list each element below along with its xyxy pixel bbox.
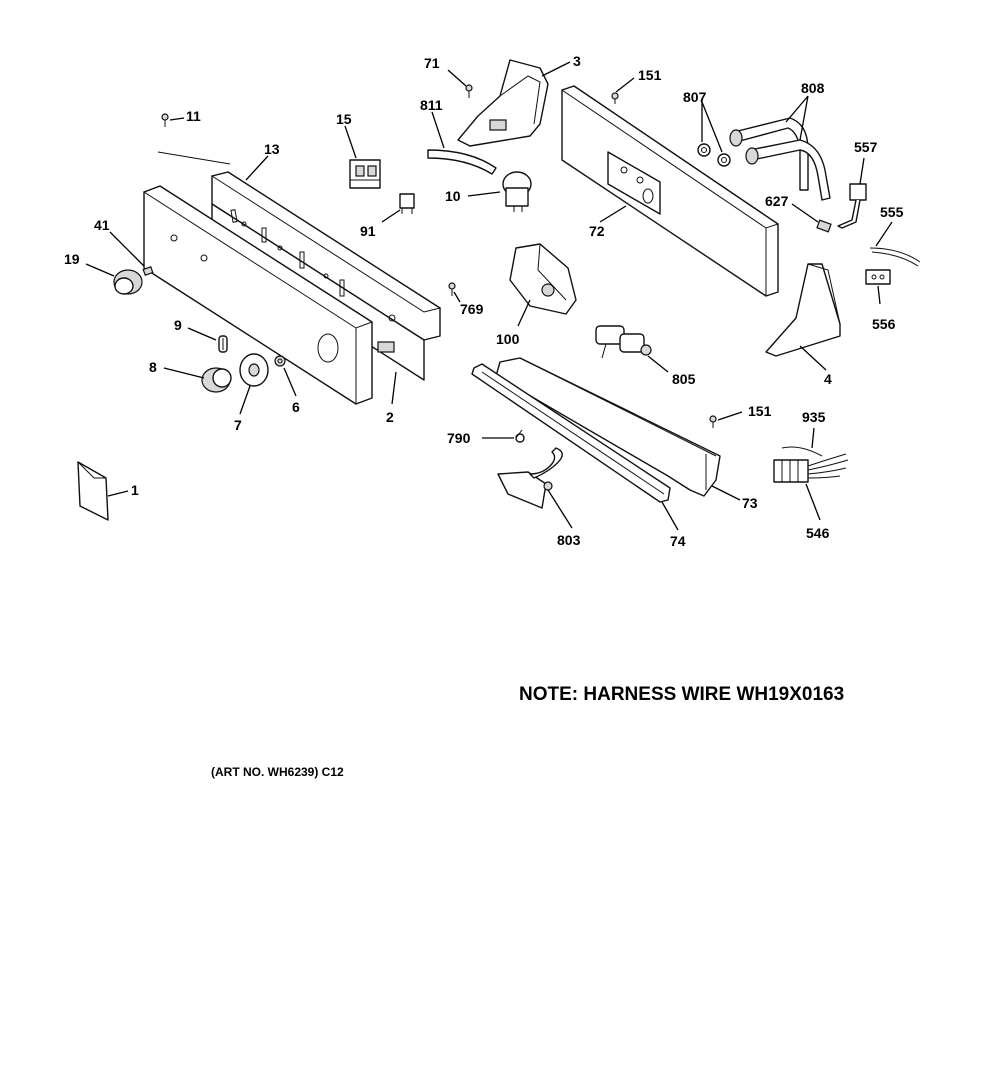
callout-556: 556 [872,316,896,332]
callout-151-upper: 151 [638,67,662,83]
callout-546: 546 [806,525,830,541]
part-1-literature [77,461,109,521]
part-557-power-cord [837,183,867,229]
part-91-switch [399,193,415,214]
harness-wire-note: NOTE: HARNESS WIRE WH19X0163 [519,684,845,705]
callout-71: 71 [424,55,440,71]
part-556-connector [865,269,891,285]
callout-labels: 71 3 151 807 808 811 11 15 13 557 10 627… [64,53,904,549]
callout-11: 11 [186,108,201,124]
callout-74: 74 [670,533,686,549]
callout-790: 790 [447,430,471,446]
callout-935: 935 [802,409,826,425]
part-41-clip [142,266,154,276]
part-807-washers [697,143,731,167]
part-8-timer-knob [201,367,232,393]
part-72-backsplash [560,85,780,297]
part-151-screw-top [611,92,619,104]
callout-6: 6 [292,399,300,415]
callout-13: 13 [264,141,280,157]
part-805-water-valve [595,325,652,359]
part-71-screw [465,84,473,98]
part-19-knob [113,269,143,295]
part-3-end-cap-left [457,59,549,147]
part-546-harness [773,453,849,483]
part-7-dial [239,353,269,387]
part-769-screw [448,282,456,296]
part-555-wire [869,247,921,267]
callout-811: 811 [420,97,443,113]
callout-91: 91 [360,223,376,239]
part-4-end-cap-right [765,263,841,357]
callout-8: 8 [149,359,157,375]
callout-15: 15 [336,111,352,127]
callout-803: 803 [557,532,581,548]
part-151-screw-lower [709,415,717,428]
part-74-trim-strip [471,363,671,503]
part-811-hose [427,149,497,175]
callout-557: 557 [854,139,878,155]
part-6-nut [274,355,286,367]
part-935-wire [781,446,823,457]
callout-72: 72 [589,223,605,239]
part-73-base [495,357,721,497]
callout-1: 1 [131,482,139,498]
part-803-dispenser [497,447,563,509]
callout-4: 4 [824,371,832,387]
part-10-pressure-switch [502,171,532,212]
part-100-timer [509,243,577,315]
part-627-bushing [816,219,832,233]
art-number: (ART NO. WH6239) C12 [211,765,344,779]
leader-lines [85,61,893,531]
callout-627: 627 [765,193,789,209]
part-9-spring [218,335,228,353]
callout-807: 807 [683,89,707,105]
callout-10: 10 [445,188,461,204]
callout-19: 19 [64,251,80,267]
callout-2: 2 [386,409,394,425]
callout-151-lower: 151 [748,403,772,419]
callout-3: 3 [573,53,581,69]
callout-769: 769 [460,301,484,317]
part-808-fill-hoses [729,117,831,201]
part-2-control-panel [142,185,374,405]
callout-100: 100 [496,331,520,347]
callout-9: 9 [174,317,182,333]
part-11-screw [161,113,169,127]
callout-73: 73 [742,495,758,511]
callout-7: 7 [234,417,242,433]
callout-41: 41 [94,217,110,233]
callout-555: 555 [880,204,904,220]
callout-808: 808 [801,80,825,96]
part-790-clamp [515,429,525,443]
callout-805: 805 [672,371,696,387]
part-15-switch [349,159,381,189]
